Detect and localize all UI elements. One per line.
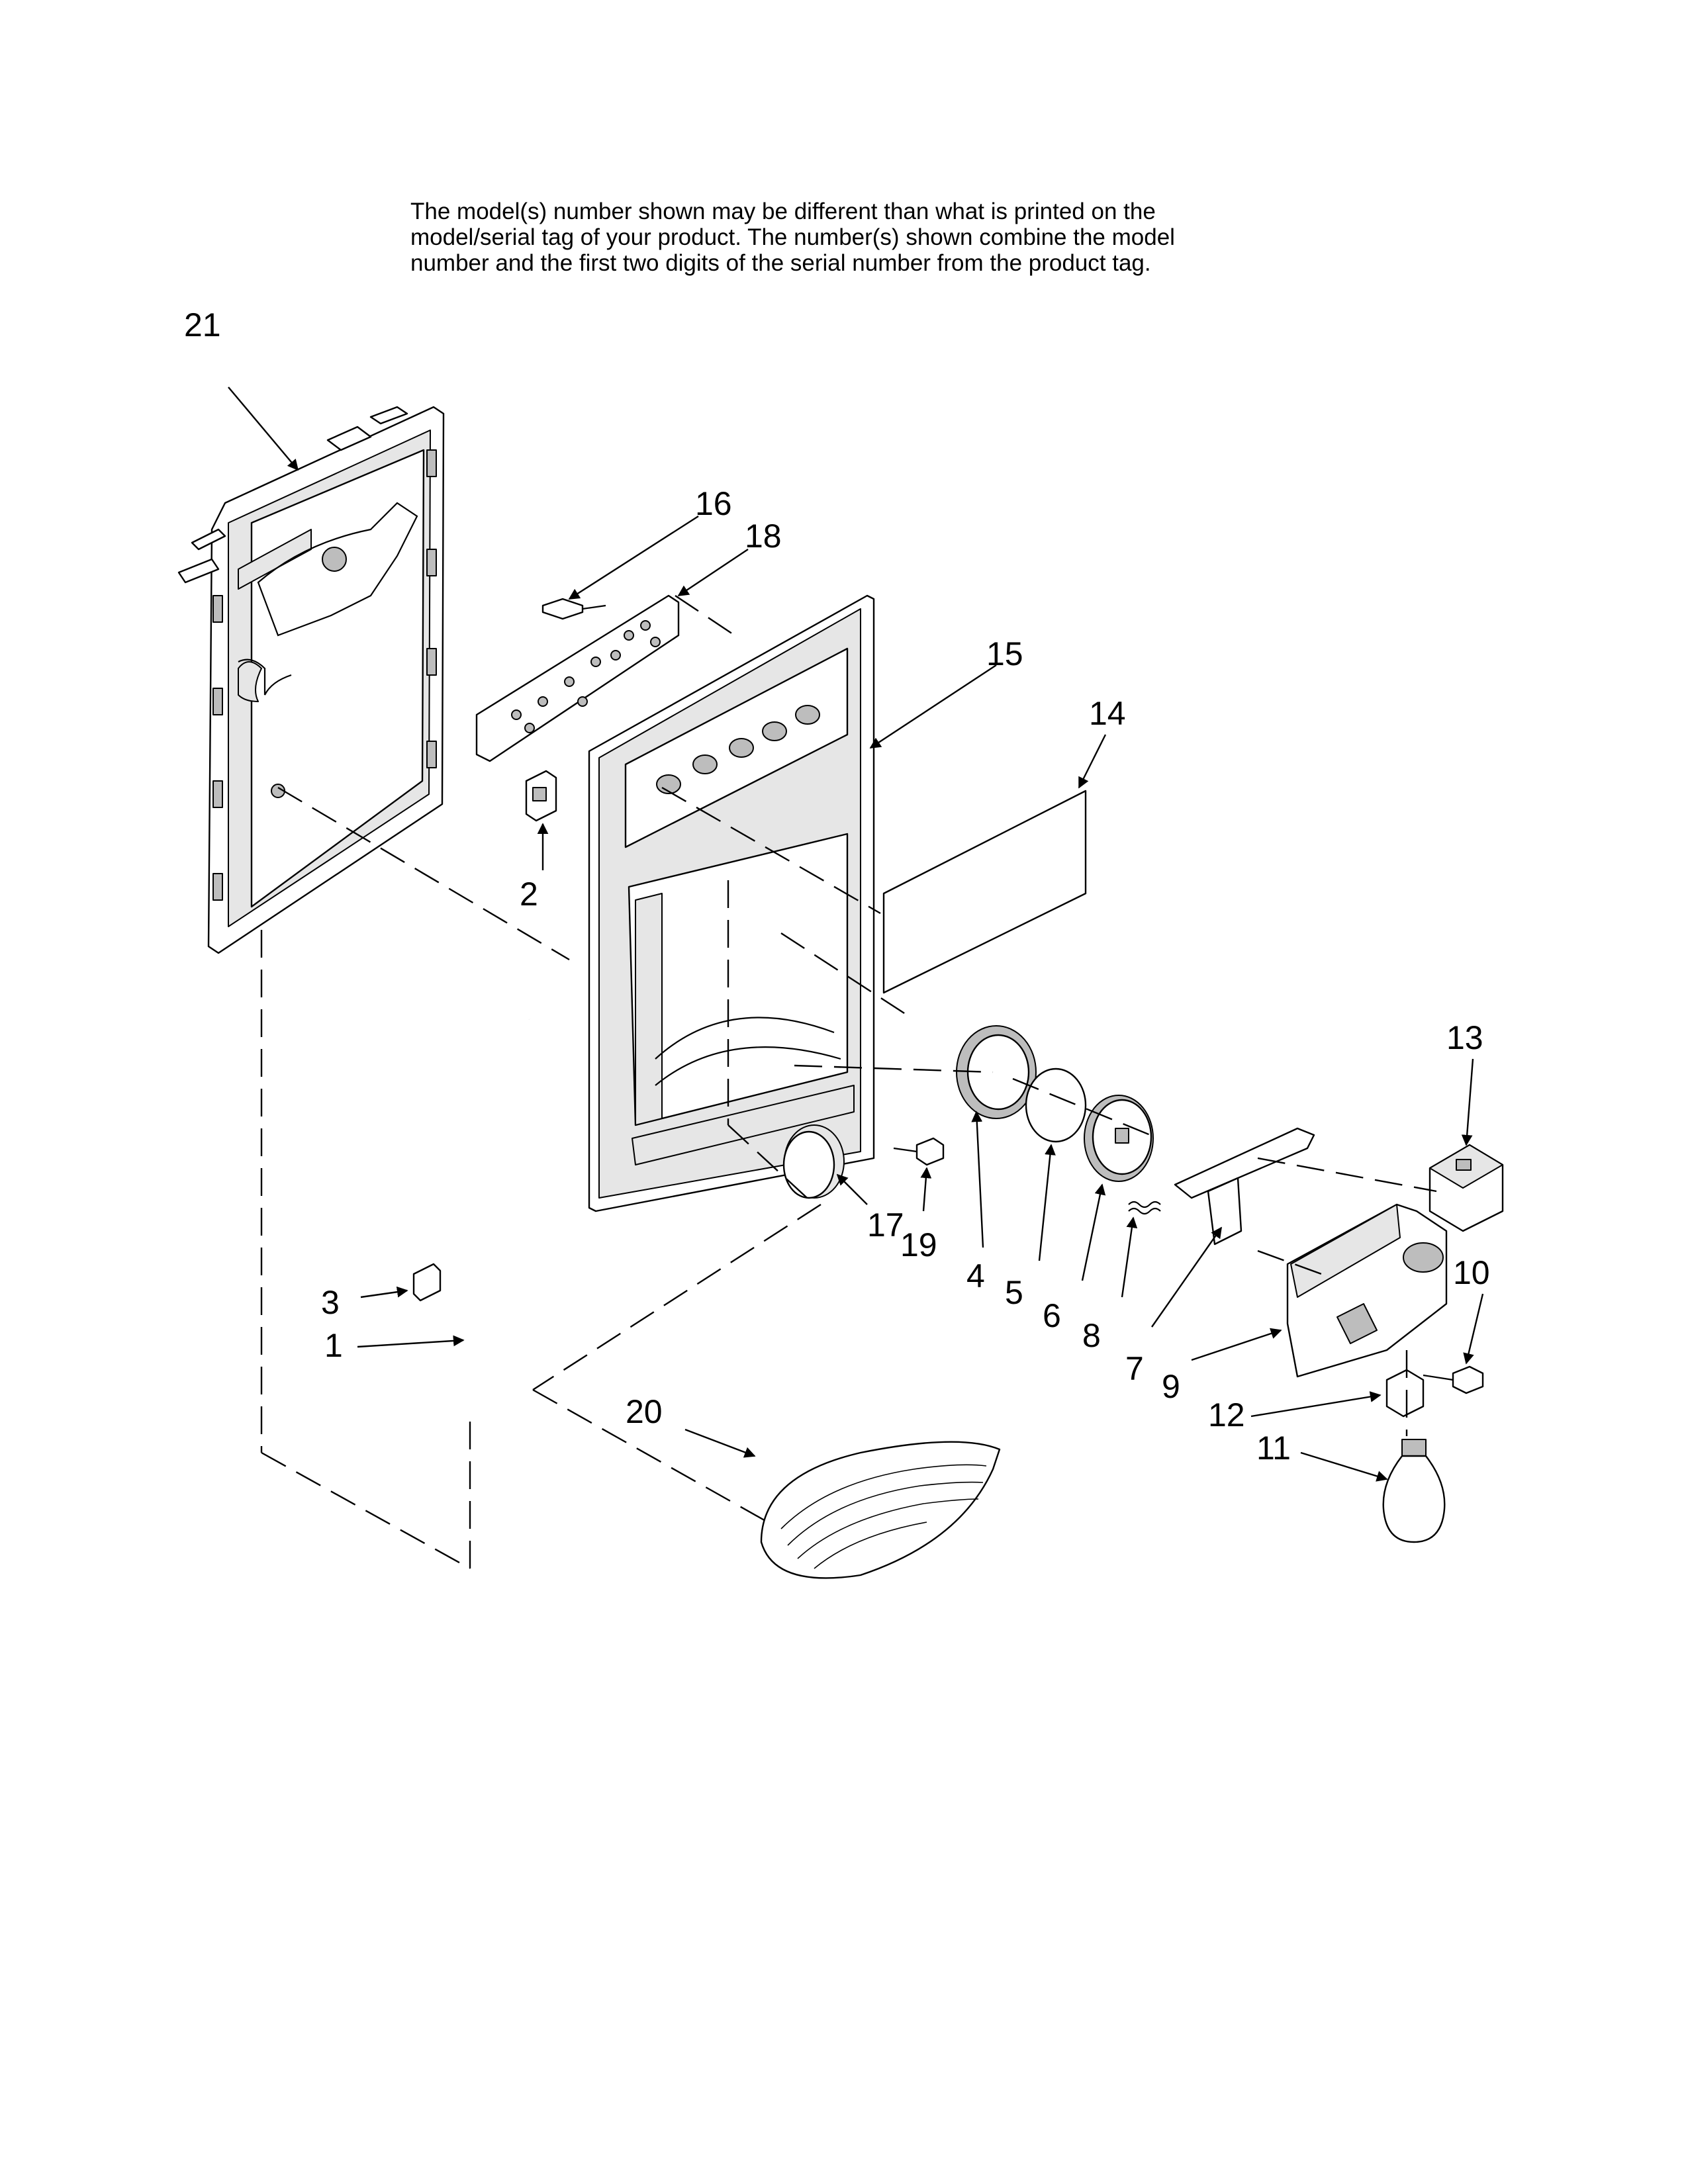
callout-10: 10 xyxy=(1453,1254,1490,1291)
part-9-bracket xyxy=(1286,1203,1448,1378)
callout-12: 12 xyxy=(1208,1396,1245,1433)
callout-13: 13 xyxy=(1446,1019,1483,1056)
callout-11: 11 xyxy=(1256,1430,1291,1467)
part-15-dispenser-panel xyxy=(588,594,875,1212)
part-14-label xyxy=(882,790,1087,994)
assembly-lines xyxy=(260,595,1437,1570)
callout-20: 20 xyxy=(626,1393,663,1430)
leader-lines xyxy=(228,387,1484,1482)
callout-17: 17 xyxy=(867,1206,904,1244)
callout-9: 9 xyxy=(1162,1368,1180,1405)
callout-3: 3 xyxy=(321,1284,340,1321)
callout-8: 8 xyxy=(1082,1317,1101,1354)
part-4-ring xyxy=(956,1025,1037,1119)
part-16-screw xyxy=(541,598,606,620)
callout-7: 7 xyxy=(1125,1350,1144,1387)
callout-4: 4 xyxy=(966,1257,985,1295)
part-6-actuator xyxy=(1084,1095,1154,1182)
callout-21: 21 xyxy=(184,306,221,343)
callout-16: 16 xyxy=(695,485,732,522)
model-number-notice: The model(s) number shown may be differe… xyxy=(410,199,1175,276)
callout-5: 5 xyxy=(1005,1274,1023,1311)
part-5-lens xyxy=(1025,1068,1087,1143)
part-7-lever xyxy=(1174,1127,1315,1246)
part-8-spring xyxy=(1128,1201,1161,1215)
callout-19: 19 xyxy=(900,1226,937,1263)
callout-15: 15 xyxy=(986,635,1023,672)
part-3-clip xyxy=(412,1263,442,1302)
callout-labels: 21 16 18 15 14 2 13 17 19 4 5 6 8 7 9 10… xyxy=(184,306,1490,1467)
callout-18: 18 xyxy=(745,518,782,555)
part-21-dispenser-housing xyxy=(177,406,445,954)
part-1-tube xyxy=(467,956,533,1403)
part-10-screw xyxy=(1423,1365,1484,1394)
part-11-bulb xyxy=(1382,1439,1446,1543)
part-2-switch xyxy=(525,770,557,822)
callout-1: 1 xyxy=(324,1327,343,1364)
part-12-socket xyxy=(1385,1369,1425,1418)
part-20-drip-tray xyxy=(760,1441,1001,1579)
callout-6: 6 xyxy=(1043,1297,1061,1334)
part-17-button-cover xyxy=(782,1124,845,1199)
part-19-screw xyxy=(893,1137,945,1166)
callout-2: 2 xyxy=(520,876,538,913)
part-18-control-board xyxy=(475,594,680,762)
callout-14: 14 xyxy=(1089,695,1126,732)
part-13-solenoid xyxy=(1429,1144,1504,1232)
